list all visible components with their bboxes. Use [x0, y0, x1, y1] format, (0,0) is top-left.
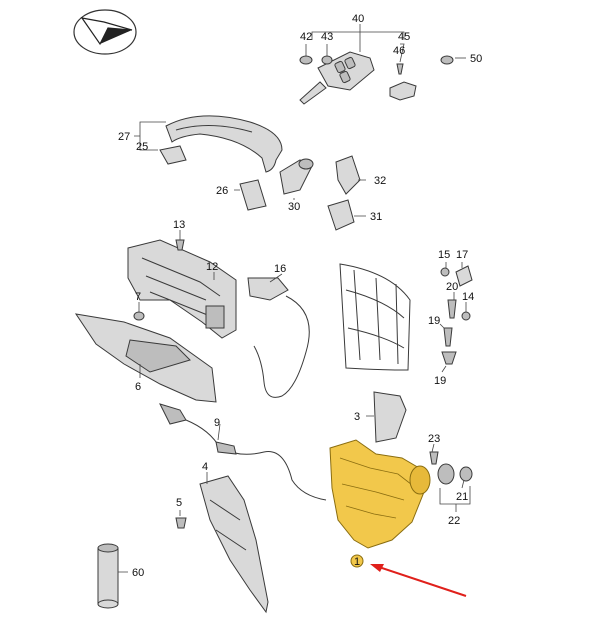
clip-part-7	[133, 311, 145, 321]
callout-30: 30	[288, 201, 300, 213]
callout-43: 43	[321, 31, 333, 43]
callout-25: 25	[136, 141, 148, 153]
battery-part	[299, 55, 313, 65]
leader-lines	[118, 24, 471, 573]
callout-17: 17	[456, 249, 468, 261]
cover-part-32	[335, 155, 361, 195]
screw-part-23	[429, 451, 439, 465]
cap-part-14	[461, 311, 471, 321]
callout-15: 15	[438, 249, 450, 261]
grease-tube-part-60	[97, 543, 119, 609]
callout-32: 32	[374, 175, 386, 187]
callout-4: 4	[202, 461, 208, 473]
inner-frame-part-4	[199, 475, 269, 614]
screw-part-20	[447, 299, 457, 319]
red-arrow-icon	[370, 564, 467, 597]
handle-carrier-part-12	[127, 239, 237, 339]
callout-13: 13	[173, 219, 185, 231]
callout-40: 40	[352, 13, 364, 25]
callout-26: 26	[216, 185, 228, 197]
screw-part-5	[175, 517, 187, 529]
outer-door-handle-part	[165, 115, 283, 173]
callout-1: 1	[354, 556, 360, 568]
cover-part-31	[327, 199, 355, 231]
callout-19-upper: 19	[428, 315, 440, 327]
callout-31: 31	[370, 211, 382, 223]
callout-12: 12	[206, 261, 218, 273]
callout-16: 16	[274, 263, 286, 275]
callout-45: 45	[398, 31, 410, 43]
callout-60: 60	[132, 567, 144, 579]
battery-cover-part	[321, 55, 333, 65]
callout-50: 50	[470, 53, 482, 65]
callout-20: 20	[446, 281, 458, 293]
callout-5: 5	[176, 497, 182, 509]
inner-trim-part-6	[74, 313, 217, 403]
lock-cylinder-part-30	[279, 158, 314, 195]
callout-21: 21	[456, 491, 468, 503]
callout-7: 7	[135, 291, 141, 303]
callout-marker-1	[350, 554, 364, 568]
seal-part-26	[239, 179, 267, 211]
vw-arrow-logo-icon	[73, 9, 137, 55]
callout-3: 3	[354, 411, 360, 423]
cover-part-3	[373, 391, 407, 443]
callout-46: 46	[393, 45, 405, 57]
callout-6: 6	[135, 381, 141, 393]
washer-part-22	[437, 463, 473, 485]
screw-part-46	[396, 63, 404, 75]
cover-part-17	[455, 265, 473, 287]
bowden-cable-part-16	[247, 277, 310, 398]
door-lock-part	[329, 439, 431, 549]
screw-part-13	[175, 239, 185, 251]
callout-27: 27	[118, 131, 130, 143]
callout-14: 14	[462, 291, 474, 303]
callout-9: 9	[214, 417, 220, 429]
cap-part-50	[440, 55, 454, 65]
bowden-cable-part-9	[159, 403, 327, 501]
key-blade-part	[389, 81, 417, 101]
handle-cap-part-25	[159, 145, 187, 165]
callout-19-lower: 19	[434, 375, 446, 387]
callout-42: 42	[300, 31, 312, 43]
bolt-part-15	[440, 267, 450, 277]
callout-23: 23	[428, 433, 440, 445]
screw-part-19	[441, 327, 457, 365]
door-frame-outline	[339, 263, 411, 371]
callout-22: 22	[448, 515, 460, 527]
